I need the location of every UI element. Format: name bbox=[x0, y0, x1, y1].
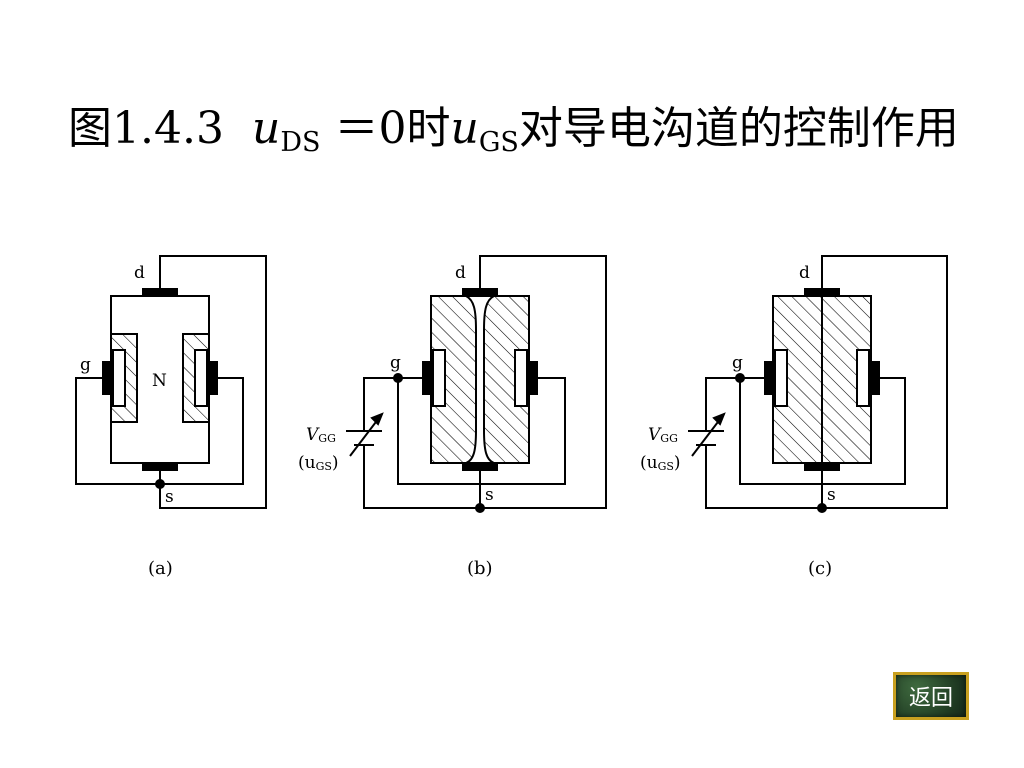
panel-c-left-gate-electrode bbox=[764, 361, 774, 395]
panel-c-ugs-label: (uGS) bbox=[640, 453, 681, 473]
panel-c-d-label: d bbox=[799, 263, 810, 283]
panel-c-g-label: g bbox=[732, 353, 743, 373]
panel-b-variable-arrowhead bbox=[370, 412, 384, 426]
panel-b-gate-node bbox=[393, 373, 403, 383]
back-button[interactable]: 返回 bbox=[893, 672, 969, 720]
panel-c-bias-wire bbox=[705, 377, 740, 430]
panel-b-s-label: s bbox=[485, 485, 494, 505]
panel-b-source-electrode bbox=[462, 462, 498, 471]
panel-c-caption: (c) bbox=[808, 558, 832, 579]
title-u-ds: uDS bbox=[251, 103, 321, 158]
panel-c-right-p-region bbox=[856, 349, 870, 407]
panel-c-source-node bbox=[817, 503, 827, 513]
panel-b-bias-wire-return bbox=[363, 446, 480, 509]
panel-c-variable-arrowhead bbox=[712, 412, 726, 426]
panel-b-g-label: g bbox=[390, 353, 401, 373]
title-prefix: 图1.4.3 bbox=[68, 103, 224, 154]
panel-b-left-p-region bbox=[432, 349, 446, 407]
panel-c-source-electrode bbox=[804, 462, 840, 471]
panel-a-drain-electrode bbox=[142, 288, 178, 297]
panel-b-left-gate-electrode bbox=[422, 361, 432, 395]
panel-b-vgg-label: VGG bbox=[306, 425, 336, 445]
panel-b-drain-wire bbox=[479, 255, 607, 509]
title-u-gs: uGS bbox=[450, 103, 519, 158]
panel-a-caption: (a) bbox=[148, 558, 173, 579]
panel-b-ugs-label: (uGS) bbox=[298, 453, 339, 473]
panel-a-source-node bbox=[155, 479, 165, 489]
panel-b-d-label: d bbox=[455, 263, 466, 283]
panel-a-n-label: N bbox=[152, 371, 167, 391]
panel-a-left-gate-electrode bbox=[102, 361, 112, 395]
title-suffix: 对导电沟道的控制作用 bbox=[518, 103, 959, 154]
panel-c-drain-wire bbox=[821, 255, 948, 509]
panel-c-s-label: s bbox=[827, 485, 836, 505]
panel-c-left-p-region bbox=[774, 349, 788, 407]
panel-a-right-p-region bbox=[194, 349, 208, 407]
panel-b-source-node bbox=[475, 503, 485, 513]
panel-a-right-gate-electrode bbox=[208, 361, 218, 395]
panel-a-d-label: d bbox=[134, 263, 145, 283]
panel-c bbox=[688, 255, 948, 513]
panel-a bbox=[75, 255, 267, 509]
panel-a-source-electrode bbox=[142, 462, 178, 471]
panel-c-drain-electrode bbox=[804, 288, 840, 297]
panel-b bbox=[346, 255, 607, 513]
panel-c-vgg-label: VGG bbox=[648, 425, 678, 445]
panel-b-right-p-region bbox=[514, 349, 528, 407]
title-equals-zero: ＝0时 bbox=[334, 103, 451, 154]
panel-a-left-p-region bbox=[112, 349, 126, 407]
panel-a-g-label: g bbox=[80, 355, 91, 375]
title-ds-sub: DS bbox=[280, 127, 321, 158]
panel-b-bias-wire bbox=[363, 377, 398, 430]
panel-c-gate-node bbox=[735, 373, 745, 383]
page-title: 图1.4.3 uDS ＝0时uGS对导电沟道的控制作用 bbox=[68, 92, 959, 158]
panel-c-right-gate-electrode bbox=[870, 361, 880, 395]
panel-c-bias-wire-return bbox=[705, 446, 822, 509]
panel-b-right-gate-electrode bbox=[528, 361, 538, 395]
panel-a-drain-wire bbox=[159, 255, 267, 509]
panel-b-drain-electrode bbox=[462, 288, 498, 297]
panel-b-caption: (b) bbox=[467, 558, 493, 579]
title-gs-sub: GS bbox=[478, 127, 519, 158]
panel-a-s-label: s bbox=[165, 487, 174, 507]
